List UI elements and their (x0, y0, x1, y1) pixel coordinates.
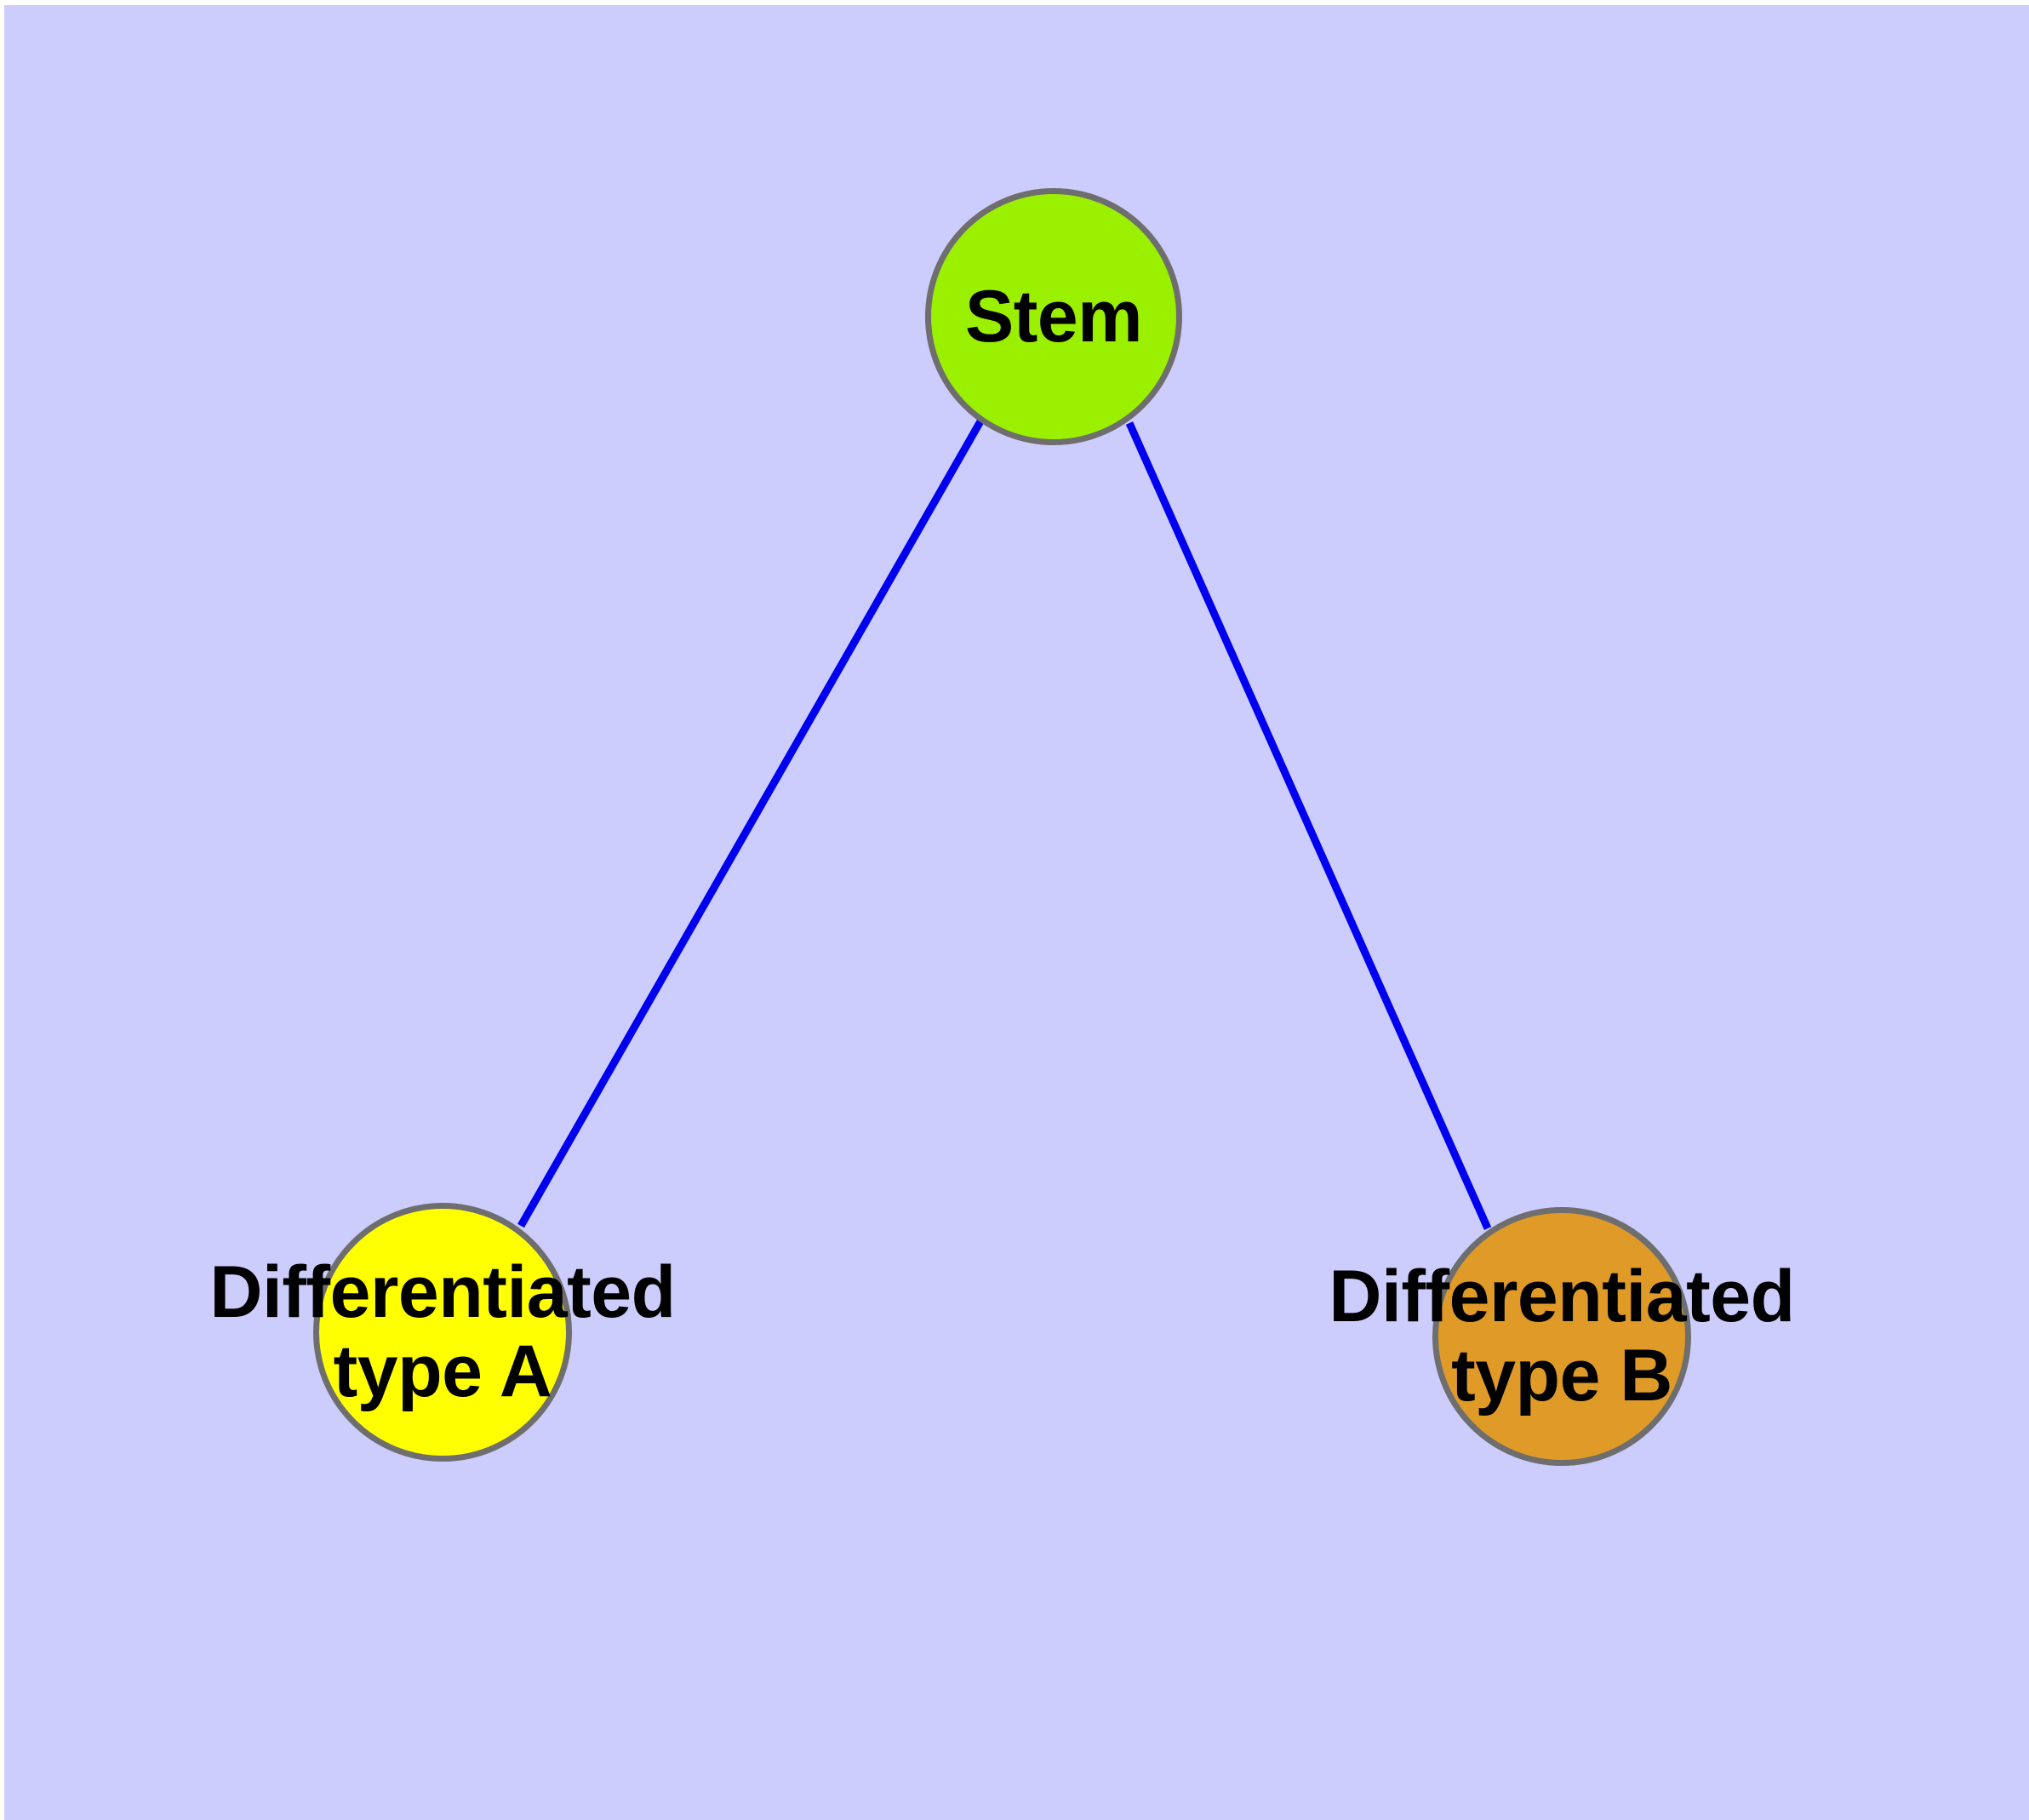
node-differentiated-type-b[interactable] (1432, 1207, 1691, 1466)
edge-stem-to-differentiated-type-b (1125, 421, 1492, 1230)
node-stem[interactable] (925, 188, 1182, 445)
node-differentiated-type-a[interactable] (313, 1203, 572, 1462)
edge-stem-to-differentiated-type-a (517, 419, 984, 1228)
